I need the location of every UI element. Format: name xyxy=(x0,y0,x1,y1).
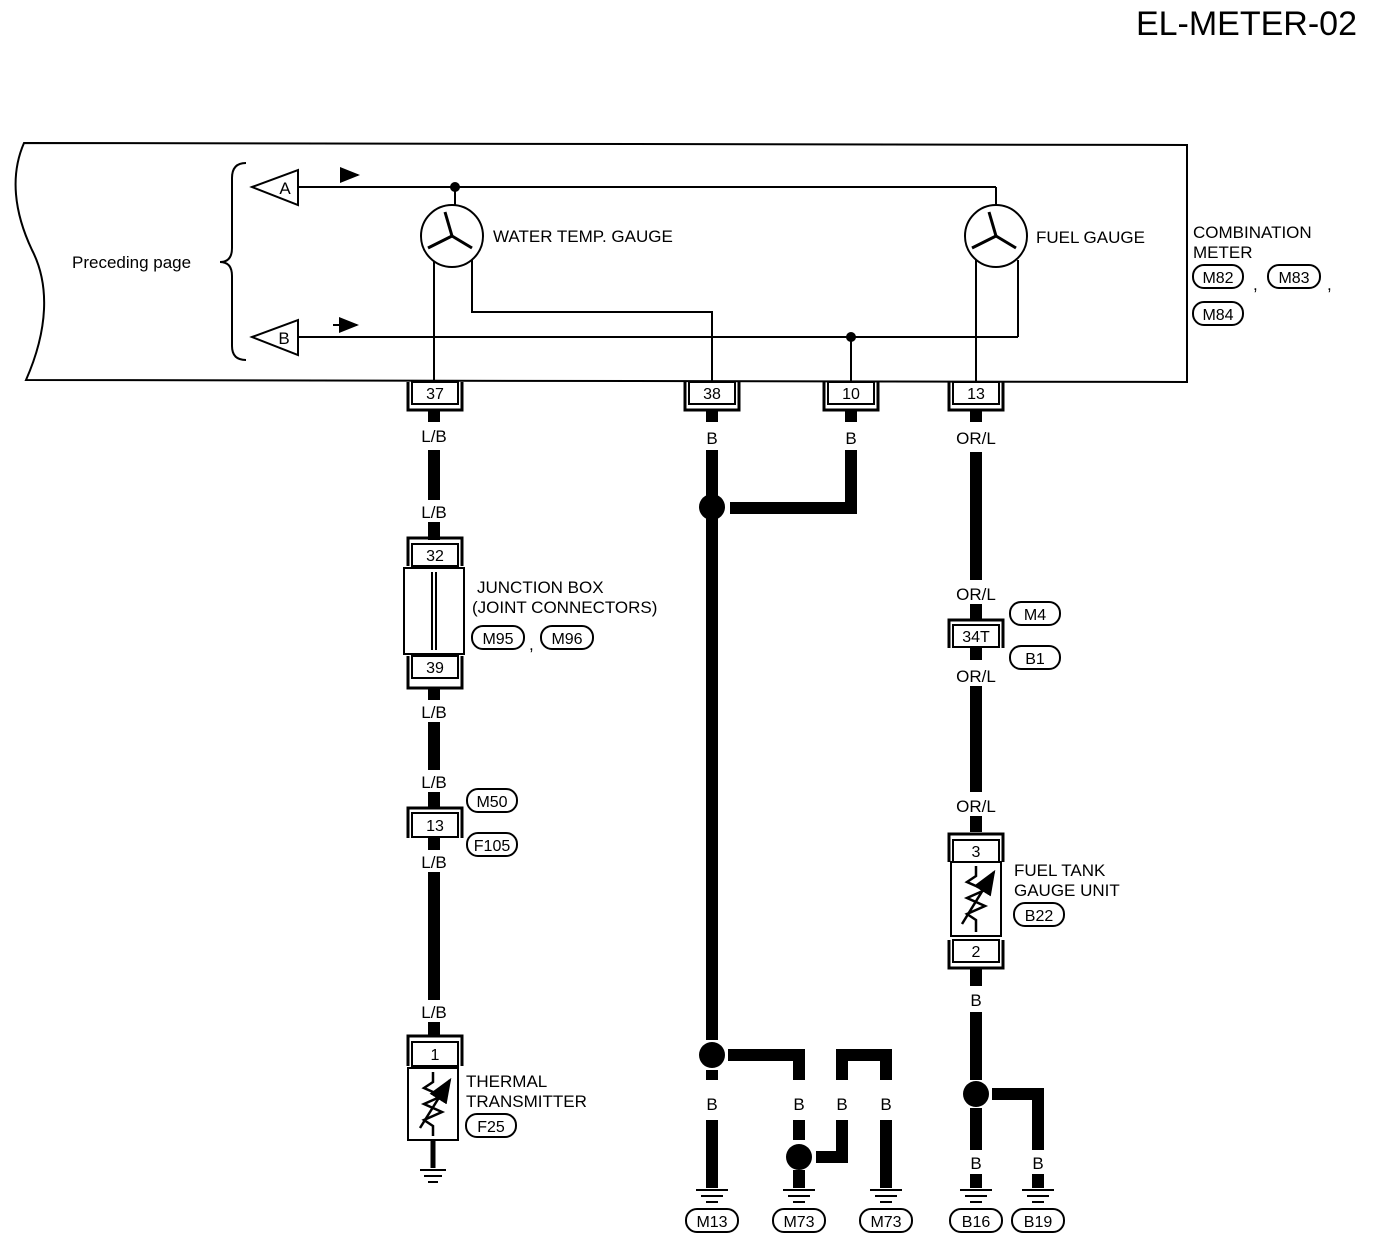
svg-text:32: 32 xyxy=(426,548,444,565)
svg-text:A: A xyxy=(279,179,291,198)
svg-text:B: B xyxy=(278,329,289,348)
meter-internal-wiring xyxy=(433,182,1019,382)
meter-pin-38: 38 xyxy=(683,381,741,412)
preceding-page-brace xyxy=(219,162,247,361)
wire-label-b-2: B xyxy=(845,429,856,448)
code-badge-f105: F105 xyxy=(466,832,518,857)
page-title: EL-METER-02 xyxy=(1136,5,1357,43)
svg-text:B19: B19 xyxy=(1024,1214,1053,1231)
wire-label-b-6: B xyxy=(880,1095,891,1114)
arrow-b: B xyxy=(249,317,1018,357)
wire-label-b-1: B xyxy=(706,429,717,448)
ground-badge-b16: B16 xyxy=(949,1208,1003,1233)
fuel-tank-label-2: GAUGE UNIT xyxy=(1014,881,1120,900)
code-badge-m4: M4 xyxy=(1009,601,1061,626)
ground-symbols xyxy=(696,1189,1054,1203)
thermal-transmitter: 1 xyxy=(406,1034,464,1183)
water-temp-gauge-icon xyxy=(420,204,484,268)
water-temp-gauge-label: WATER TEMP. GAUGE xyxy=(493,227,673,246)
code-badge-m83: M83 xyxy=(1267,264,1321,289)
svg-text:3: 3 xyxy=(972,844,981,861)
code-badge-b1: B1 xyxy=(1009,645,1061,670)
wire-label-b-3: B xyxy=(706,1095,717,1114)
svg-text:37: 37 xyxy=(426,386,444,403)
ground-badge-m73-1: M73 xyxy=(772,1208,826,1233)
junction-box-label-2: (JOINT CONNECTORS) xyxy=(472,598,657,617)
svg-text:38: 38 xyxy=(703,386,721,403)
svg-text:B1: B1 xyxy=(1025,651,1045,668)
wire-label-b-7: B xyxy=(970,991,981,1010)
meter-pin-13: 13 xyxy=(947,381,1005,412)
wire-label-lb-6: L/B xyxy=(421,1003,447,1022)
combination-meter-label-1: COMBINATION xyxy=(1193,223,1312,242)
svg-text:M4: M4 xyxy=(1024,607,1046,624)
svg-text:B22: B22 xyxy=(1025,908,1054,925)
fuel-gauge-label: FUEL GAUGE xyxy=(1036,228,1145,247)
svg-text:,: , xyxy=(529,635,534,654)
svg-text:34T: 34T xyxy=(962,629,990,646)
code-badge-b22: B22 xyxy=(1013,902,1065,927)
code-badge-m95: M95 xyxy=(471,625,525,650)
svg-text:13: 13 xyxy=(426,818,444,835)
combination-meter-label-2: METER xyxy=(1193,243,1253,262)
svg-text:M73: M73 xyxy=(870,1214,901,1231)
thermal-transmitter-label-2: TRANSMITTER xyxy=(466,1092,587,1111)
thermal-transmitter-label-1: THERMAL xyxy=(466,1072,547,1091)
wire-label-lb-4: L/B xyxy=(421,773,447,792)
code-badge-m84: M84 xyxy=(1192,301,1244,326)
svg-text:13: 13 xyxy=(967,386,985,403)
wire-label-b-5: B xyxy=(836,1095,847,1114)
svg-text:,: , xyxy=(1327,275,1332,294)
svg-text:2: 2 xyxy=(972,944,981,961)
fuel-gauge-icon xyxy=(964,204,1028,268)
wire-label-lb-1: L/B xyxy=(421,427,447,446)
svg-text:1: 1 xyxy=(431,1047,440,1064)
code-badge-m96: M96 xyxy=(540,625,594,650)
wire-label-lb-3: L/B xyxy=(421,703,447,722)
svg-text:F105: F105 xyxy=(474,838,511,855)
wire-label-lb-2: L/B xyxy=(421,503,447,522)
wire-label-lb-5: L/B xyxy=(421,853,447,872)
connector-34t: 34T xyxy=(947,618,1005,648)
fuel-tank-label-1: FUEL TANK xyxy=(1014,861,1106,880)
svg-text:F25: F25 xyxy=(477,1119,505,1136)
code-badge-f25: F25 xyxy=(465,1113,517,1138)
svg-text:10: 10 xyxy=(842,386,860,403)
wire-label-orl-1: OR/L xyxy=(956,429,996,448)
wire-label-orl-4: OR/L xyxy=(956,797,996,816)
connector-13: 13 xyxy=(406,806,464,838)
svg-text:B16: B16 xyxy=(962,1214,991,1231)
svg-text:M73: M73 xyxy=(783,1214,814,1231)
svg-text:M50: M50 xyxy=(476,794,507,811)
wire-label-orl-2: OR/L xyxy=(956,585,996,604)
svg-text:39: 39 xyxy=(426,660,444,677)
combination-meter-frame xyxy=(14,141,1188,384)
wire-label-b-8: B xyxy=(970,1154,981,1173)
code-badge-m82: M82 xyxy=(1192,264,1244,289)
fuel-tank-gauge-unit: 3 2 xyxy=(947,832,1005,970)
code-badge-m50: M50 xyxy=(466,788,518,813)
wire-label-orl-3: OR/L xyxy=(956,667,996,686)
preceding-page-label: Preceding page xyxy=(72,253,191,272)
wire-label-b-4: B xyxy=(793,1095,804,1114)
ground-badge-m73-2: M73 xyxy=(859,1208,913,1233)
svg-text:,: , xyxy=(1253,275,1258,294)
wire-b-ground xyxy=(699,410,892,1188)
svg-text:M84: M84 xyxy=(1202,307,1233,324)
svg-text:M82: M82 xyxy=(1202,270,1233,287)
wire-label-b-9: B xyxy=(1032,1154,1043,1173)
arrow-a: A xyxy=(249,167,996,207)
ground-badge-m13: M13 xyxy=(685,1208,739,1233)
junction-box-label-1: JUNCTION BOX xyxy=(477,578,604,597)
ground-badge-b19: B19 xyxy=(1011,1208,1065,1233)
svg-text:M95: M95 xyxy=(482,631,513,648)
svg-text:M13: M13 xyxy=(696,1214,727,1231)
svg-text:M96: M96 xyxy=(551,631,582,648)
junction-box: 32 39 xyxy=(403,536,465,690)
wire-orl xyxy=(963,410,1044,1188)
meter-pin-10: 10 xyxy=(822,381,880,412)
meter-pin-37: 37 xyxy=(406,381,464,412)
svg-text:M83: M83 xyxy=(1278,270,1309,287)
